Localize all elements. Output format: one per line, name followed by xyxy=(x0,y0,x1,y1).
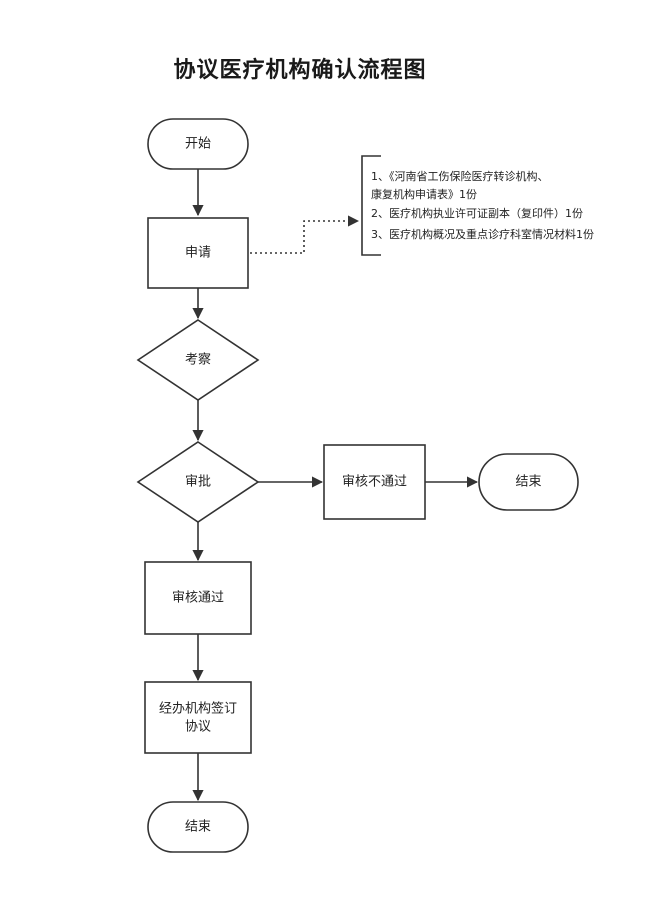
rejected-node xyxy=(323,444,426,520)
end-label: 结束 xyxy=(185,820,211,835)
dotted-connector-materials xyxy=(250,215,360,254)
apply-label: 申请 xyxy=(185,246,211,261)
start-node xyxy=(147,118,249,170)
sign-node xyxy=(144,681,252,754)
end-node xyxy=(147,801,249,853)
approve-node xyxy=(136,441,260,523)
materials-item-2: 2、医疗机构执业许可证副本（复印件）1份 xyxy=(371,206,583,220)
passed-node xyxy=(144,561,252,635)
inspect-label: 考察 xyxy=(185,353,211,368)
start-label: 开始 xyxy=(185,137,211,152)
materials-bracket xyxy=(361,155,381,256)
sign-label-line1: 经办机构签订 xyxy=(159,701,237,717)
end-rejected-node xyxy=(478,453,579,511)
materials-item-1a: 1、《河南省工伤保险医疗转诊机构、 xyxy=(371,169,549,183)
approve-label: 审批 xyxy=(185,475,211,490)
page-title: 协议医疗机构确认流程图 xyxy=(173,58,427,83)
end-rejected-label: 结束 xyxy=(515,475,541,490)
rejected-label: 审核不通过 xyxy=(342,475,407,490)
sign-label-line2: 协议 xyxy=(185,720,211,735)
materials-item-3: 3、医疗机构概况及重点诊疗科室情况材料1份 xyxy=(371,227,594,241)
passed-label: 审核通过 xyxy=(172,591,224,606)
apply-node xyxy=(147,217,249,289)
materials-item-1b: 康复机构申请表》1份 xyxy=(371,187,477,201)
inspect-node xyxy=(136,319,260,401)
